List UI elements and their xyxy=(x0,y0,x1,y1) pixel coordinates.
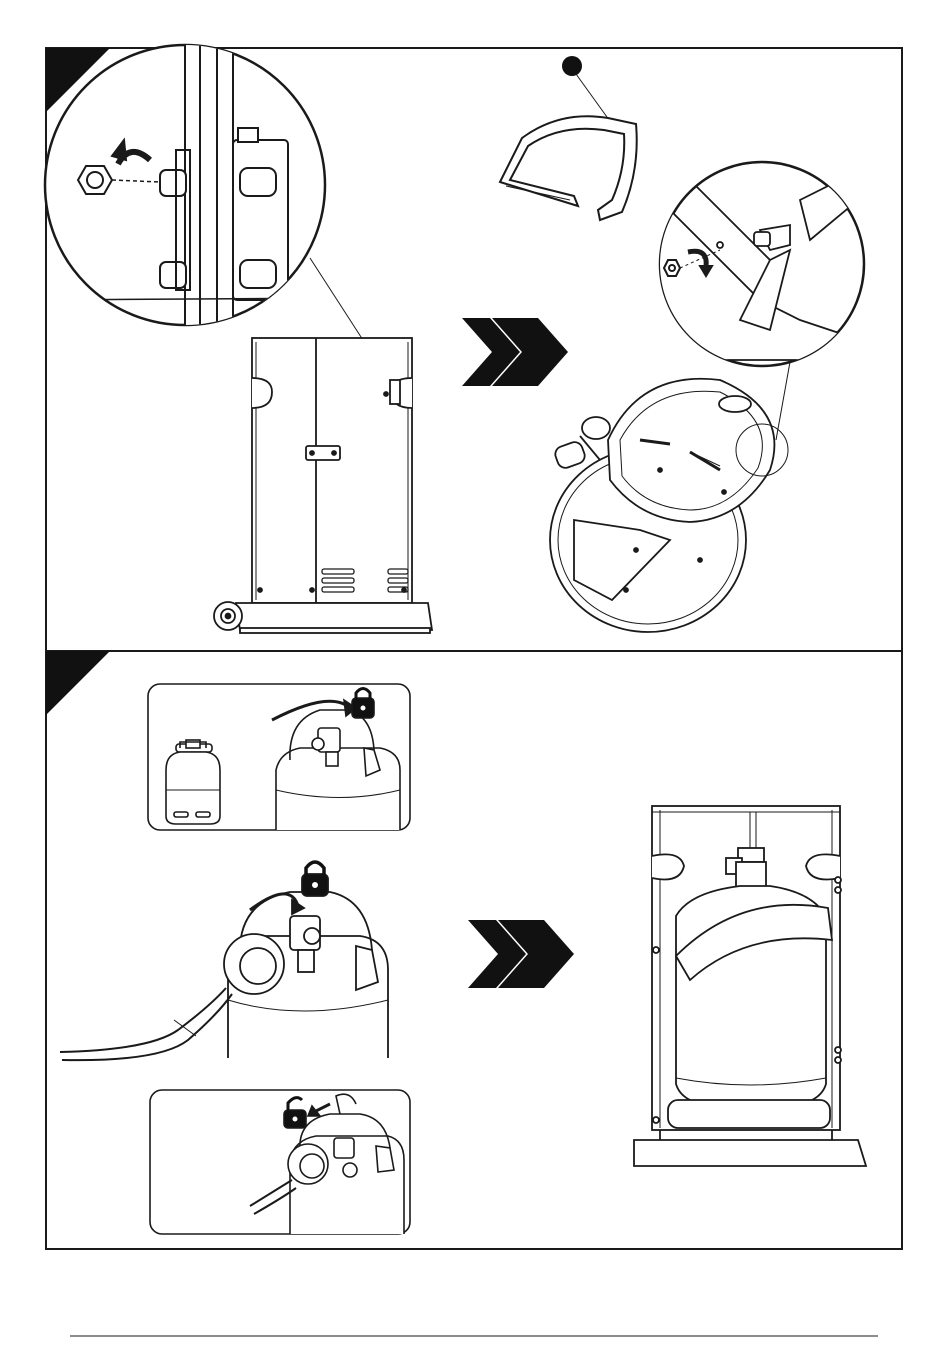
step-1-chevron-arrow-icon xyxy=(462,318,568,386)
door-latch-icon xyxy=(306,446,340,460)
step-2-chevron-arrow-icon xyxy=(468,920,574,988)
step-2-corner-badge xyxy=(46,651,110,715)
cylinder-installed xyxy=(634,806,866,1166)
regulator-unlock xyxy=(150,1090,410,1234)
strap-icon xyxy=(500,116,637,220)
cylinder-strap-part xyxy=(500,56,637,220)
strap-bolt-detail xyxy=(650,162,870,366)
base-strap-assembly xyxy=(550,379,788,632)
housing-front-view xyxy=(214,338,432,633)
part-callout-marker xyxy=(562,56,582,76)
lock-icon xyxy=(302,862,328,896)
bolt-removal-detail xyxy=(40,40,340,340)
cylinder-valve-lock xyxy=(148,684,410,830)
regulator-connect xyxy=(60,862,388,1060)
